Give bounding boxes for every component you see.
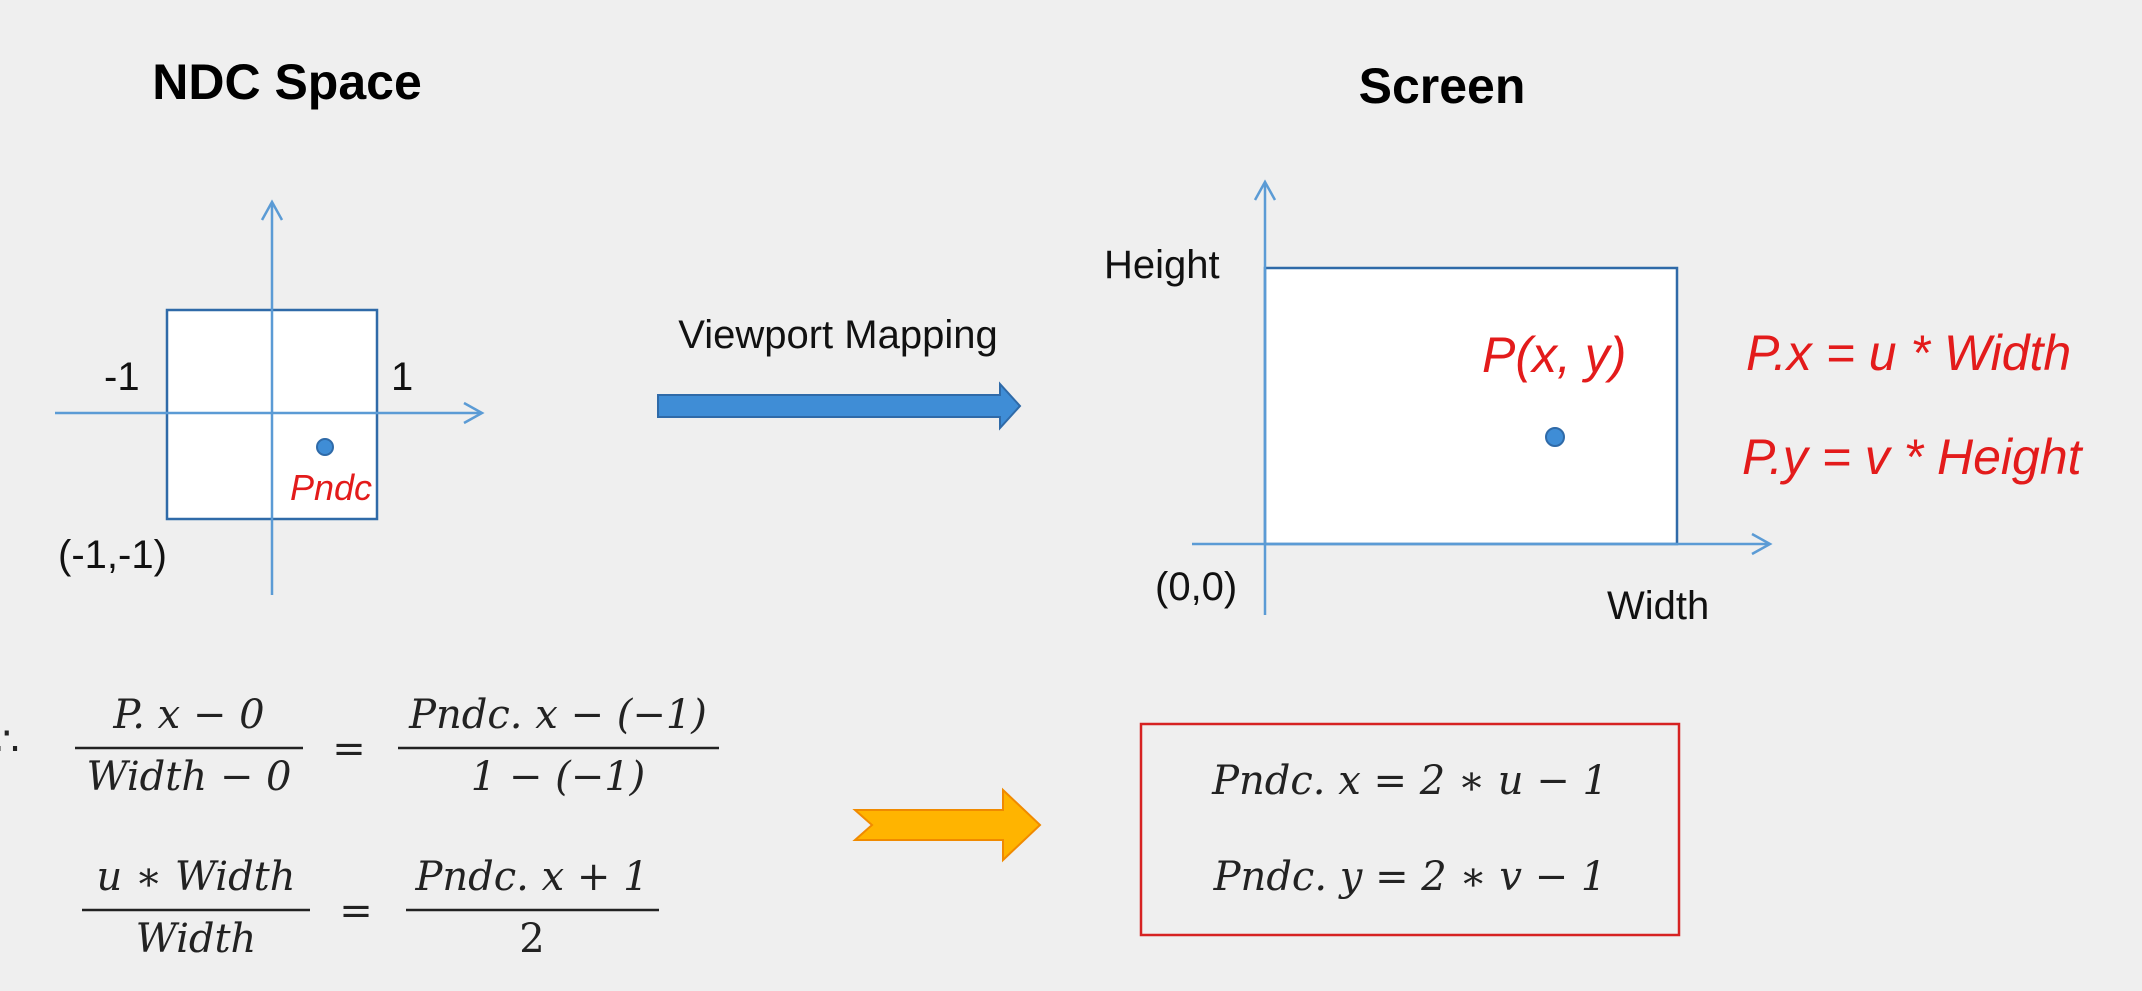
screen-title: Screen — [1359, 58, 1526, 114]
equation-px: P.x = u * Width — [1746, 325, 2071, 381]
eq2-rhs-denominator: 2 — [519, 916, 544, 962]
eq2-lhs-denominator: Width — [136, 916, 257, 962]
ndc-diagram: -1 1 (-1,-1) Pndc — [55, 199, 485, 595]
screen-diagram: Height Width (0,0) P(x, y) — [1104, 179, 1773, 628]
result-arrow — [852, 787, 1042, 863]
equation-1: P. x − 0 Width − 0 = Pndc. x − (−1) 1 − … — [75, 692, 719, 800]
eq2-rhs-numerator: Pndc. x + 1 — [414, 854, 648, 900]
screen-width-label: Width — [1607, 584, 1709, 628]
ndc-label-neg-one: -1 — [104, 355, 140, 399]
viewport-mapping-label: Viewport Mapping — [678, 313, 997, 357]
screen-height-label: Height — [1104, 243, 1220, 287]
equation-2: u ∗ Width Width = Pndc. x + 1 2 — [82, 854, 659, 962]
eq1-lhs-denominator: Width − 0 — [86, 754, 291, 800]
ndc-space-title: NDC Space — [152, 54, 422, 110]
ndc-point-label: Pndc — [290, 467, 372, 508]
eq1-rhs-numerator: Pndc. x − (−1) — [408, 692, 707, 738]
screen-point — [1545, 427, 1565, 447]
screen-point-label: P(x, y) — [1482, 327, 1626, 383]
eq1-lhs-numerator: P. x − 0 — [112, 692, 264, 738]
equation-py: P.y = v * Height — [1742, 429, 2084, 485]
viewport-mapping-arrow — [657, 381, 1022, 431]
result-line-1: Pndc. x = 2 ∗ u − 1 — [1211, 758, 1608, 804]
ndc-label-one: 1 — [391, 355, 413, 399]
eq2-equals: = — [339, 888, 373, 934]
ndc-label-corner: (-1,-1) — [58, 533, 167, 577]
therefore-symbol: ∴ — [0, 719, 19, 765]
ndc-point — [316, 438, 334, 456]
screen-rect — [1263, 266, 1679, 546]
result-line-2: Pndc. y = 2 ∗ v − 1 — [1213, 854, 1607, 900]
eq1-rhs-denominator: 1 − (−1) — [471, 754, 646, 800]
screen-origin-label: (0,0) — [1155, 565, 1237, 609]
result-box — [1139, 722, 1681, 937]
eq2-lhs-numerator: u ∗ Width — [96, 854, 295, 900]
eq1-equals: = — [332, 726, 366, 772]
